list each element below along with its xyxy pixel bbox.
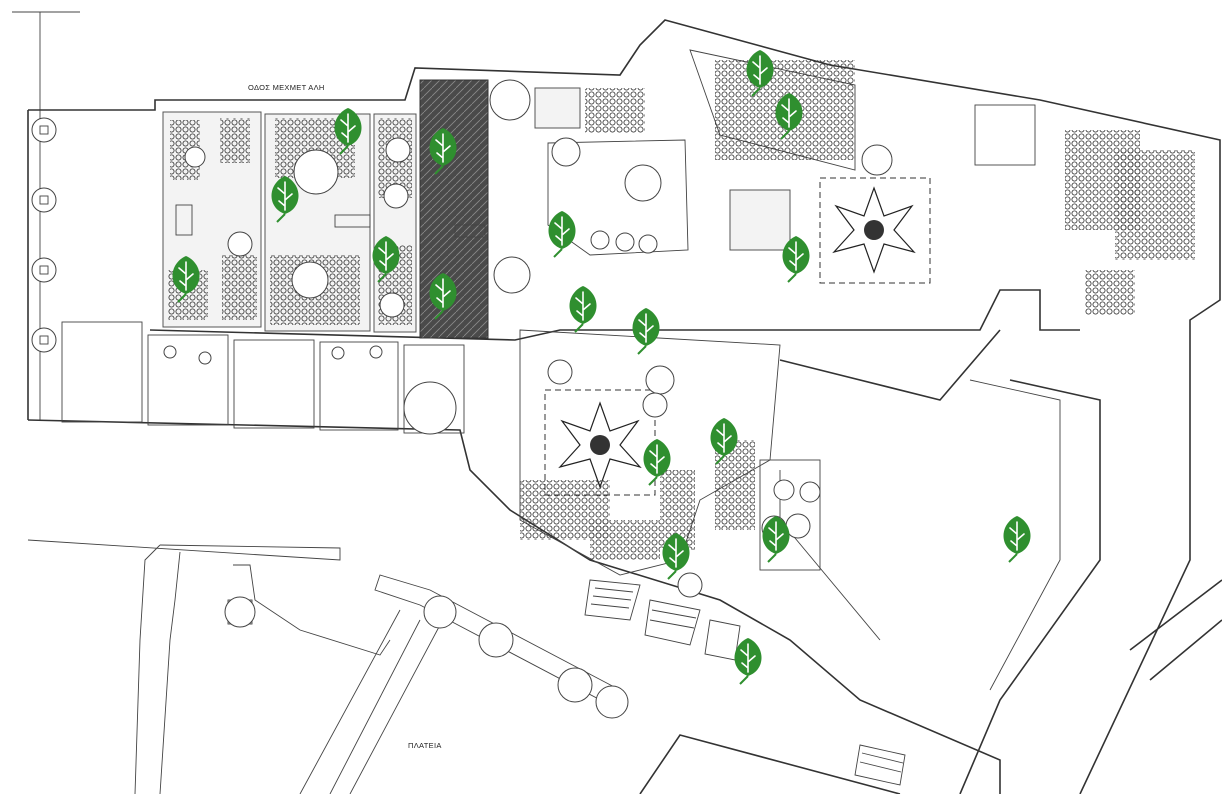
garden-beds-left: [162, 79, 489, 339]
upper-courtyard: [489, 79, 689, 294]
north-indicator: [12, 11, 80, 420]
building-outline: [27, 19, 1221, 794]
street-trees: [31, 117, 57, 353]
square-label: ΠΛΑΤΕΙΑ: [408, 741, 442, 750]
street-label: ΟΔΟΣ ΜΕΧΜΕΤ ΑΛΗ: [248, 83, 325, 92]
leaf-icon: [568, 285, 598, 333]
upper-right-garden: [689, 49, 1195, 315]
central-courtyard: [519, 329, 821, 598]
stairs: [584, 579, 906, 786]
leaf-icon: [631, 307, 661, 355]
leaf-icon: [733, 637, 763, 685]
lower-plots: [61, 321, 465, 435]
leaf-icon: [1002, 515, 1032, 563]
leaf-icon: [547, 210, 577, 258]
plaza-structures: [134, 544, 1222, 794]
